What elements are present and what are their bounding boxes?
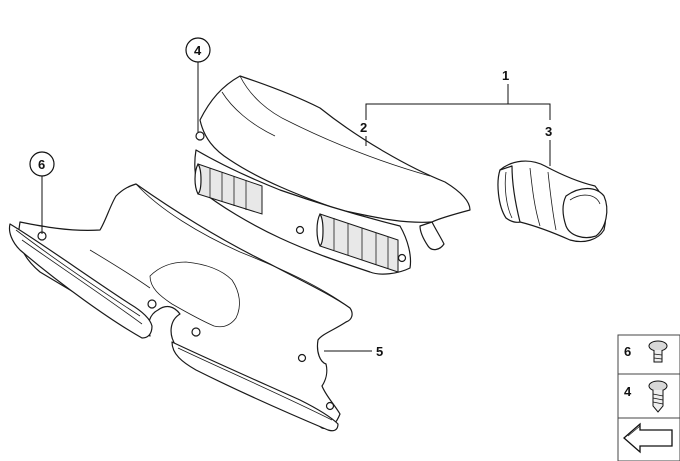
arrow-icon <box>623 422 673 454</box>
svg-text:1: 1 <box>502 68 509 83</box>
svg-text:4: 4 <box>194 43 202 58</box>
callout-2: 2 <box>360 120 367 135</box>
duct-elbow <box>497 160 608 243</box>
callout-1: 1 <box>502 68 509 83</box>
callout-5: 5 <box>376 344 383 359</box>
bolt-icon <box>648 340 668 363</box>
svg-text:2: 2 <box>360 120 367 135</box>
left-vent <box>194 163 263 215</box>
svg-text:6: 6 <box>38 157 45 172</box>
callout-3: 3 <box>545 124 552 139</box>
svg-text:5: 5 <box>376 344 383 359</box>
callout-6: 6 <box>29 151 55 177</box>
fastener-legend: 6 4 <box>617 334 680 461</box>
leader-lines <box>41 62 551 352</box>
screw-icon <box>648 380 668 413</box>
callout-4: 4 <box>185 37 211 63</box>
legend-label-4: 4 <box>624 384 632 399</box>
svg-text:3: 3 <box>545 124 552 139</box>
air-duct-housing <box>194 75 471 275</box>
right-vent <box>316 213 399 273</box>
legend-label-6: 6 <box>624 344 631 359</box>
cowl-panel <box>8 183 353 432</box>
